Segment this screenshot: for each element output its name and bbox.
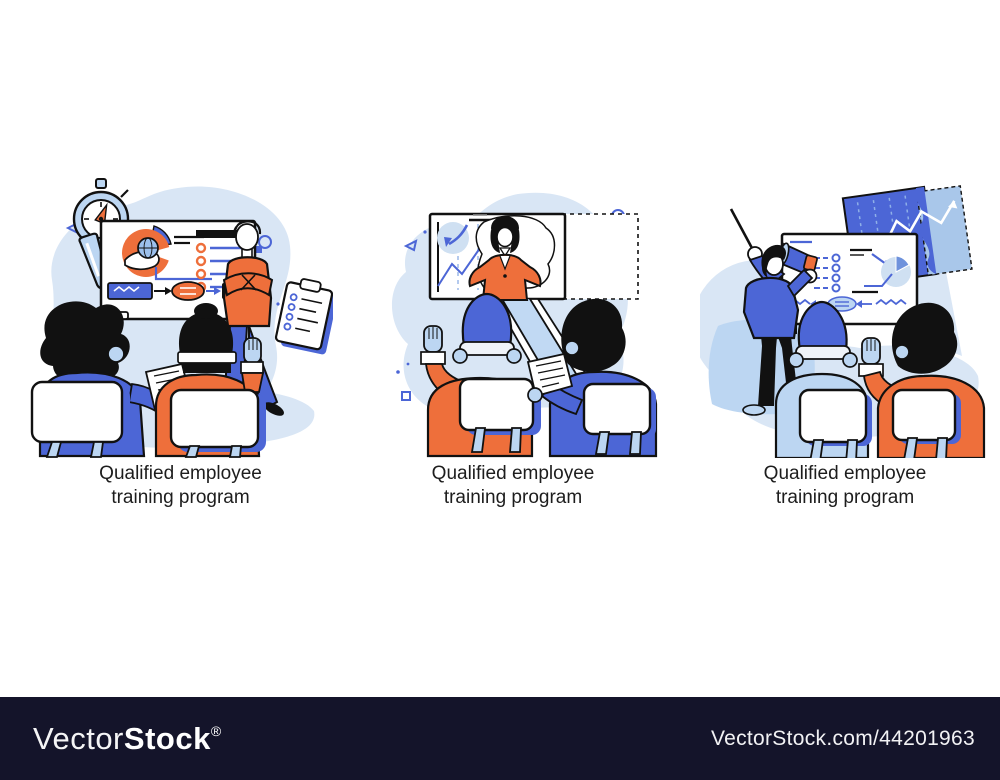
caption: Qualified employee training program	[432, 462, 595, 510]
pie-deco	[437, 222, 469, 254]
trainee-left	[420, 292, 541, 458]
chair	[798, 388, 872, 458]
trainee-right	[154, 303, 266, 458]
caption: Qualified employee training program	[99, 462, 262, 510]
square-deco	[255, 246, 262, 253]
dot-deco	[396, 370, 400, 374]
caption-line-2: training program	[111, 487, 250, 508]
brand-light: Vector	[33, 720, 124, 756]
trainee-right	[858, 302, 986, 458]
stock-item-3: Qualified employee training program	[700, 176, 990, 510]
raised-hand	[420, 325, 446, 365]
stock-item-2: Qualified employee training program	[368, 176, 658, 510]
caption-line-1: Qualified employee	[763, 463, 927, 484]
caption-line-2: training program	[775, 487, 915, 508]
pie-globe-chart	[122, 225, 212, 281]
pie-chart	[850, 248, 911, 294]
dot-deco	[276, 302, 280, 306]
illustration-training-3	[700, 185, 986, 458]
caption: Qualified employee training program	[764, 462, 927, 510]
presenter-woman	[468, 216, 542, 301]
pointer-stick	[729, 208, 755, 251]
circle-deco	[258, 235, 272, 249]
dot-deco	[406, 362, 410, 366]
brand-bold: Stock	[123, 720, 211, 756]
watermark-bar: VectorStock® VectorStock.com/44201963	[0, 697, 1000, 780]
caption-line-1: Qualified employee	[431, 463, 595, 484]
stock-item-1: Qualified employee training program	[28, 176, 333, 510]
trainee-center	[774, 300, 872, 458]
vectorstock-logo: VectorStock®	[33, 721, 222, 757]
chair	[891, 388, 961, 458]
trainee-right	[526, 298, 658, 458]
caption-line-1: Qualified employee	[99, 463, 262, 484]
chair	[169, 388, 266, 458]
clipboard-icon	[274, 278, 333, 355]
illustration-training-2	[391, 192, 658, 458]
triangle-deco	[403, 239, 418, 252]
dot-deco	[423, 230, 427, 234]
square-outline-deco	[401, 391, 411, 401]
caption-line-2: training program	[443, 487, 583, 508]
handout-paper	[526, 352, 574, 398]
chair	[458, 377, 541, 453]
chair	[30, 380, 130, 458]
illustration-training-1	[30, 178, 333, 458]
registered-mark: ®	[210, 722, 222, 739]
chair	[582, 382, 656, 455]
asset-url: VectorStock.com/44201963	[710, 726, 975, 750]
raised-hand	[858, 337, 884, 377]
raised-hand	[240, 337, 264, 374]
